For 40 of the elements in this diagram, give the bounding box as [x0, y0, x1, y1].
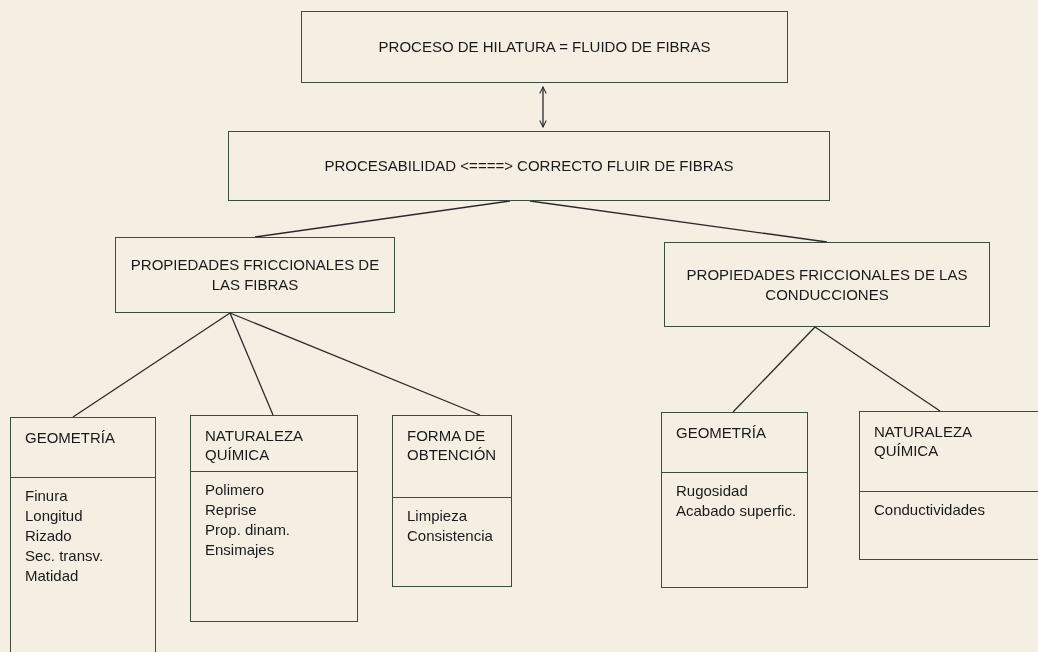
connector-line — [72, 312, 231, 418]
concept-box — [664, 242, 990, 327]
concept-box — [301, 11, 788, 83]
property-item: Conductividades — [874, 501, 985, 518]
property-item: Longitud — [25, 507, 83, 524]
box-heading: GEOMETRÍA — [676, 424, 766, 441]
box-heading: GEOMETRÍA — [25, 429, 115, 446]
category-box — [392, 415, 512, 587]
property-item: Polimero — [205, 481, 265, 498]
connector-line — [229, 312, 481, 416]
property-item: Consistencia — [407, 527, 493, 544]
concept-box — [115, 237, 395, 313]
category-box — [859, 411, 1038, 560]
property-item: Limpieza — [407, 507, 468, 524]
property-item: Sec. transv. — [25, 547, 104, 564]
connector-line — [229, 312, 274, 416]
box-label: PROPIEDADES FRICCIONALES DE LAS CONDUCCIONES — [685, 264, 969, 305]
double-arrow — [539, 86, 547, 128]
property-item: Finura — [25, 487, 68, 504]
property-item: Rizado — [25, 527, 72, 544]
box-label: PROCESO DE HILATURA = FLUIDO DE FIBRAS — [377, 37, 712, 57]
property-item: Rugosidad — [676, 482, 748, 499]
concept-box — [228, 131, 830, 201]
box-heading: NATURALEZA QUÍMICA — [205, 427, 303, 463]
connector-line — [254, 200, 511, 238]
property-item: Reprise — [205, 501, 257, 518]
category-box — [190, 415, 358, 622]
property-item: Prop. dinam. — [205, 521, 291, 538]
connector-line — [814, 326, 941, 412]
connector-line — [529, 200, 828, 243]
property-item: Matidad — [25, 567, 79, 584]
property-item: Ensimajes — [205, 541, 275, 558]
box-heading: NATURALEZA QUÍMICA — [874, 423, 972, 459]
category-box — [661, 412, 808, 588]
box-heading: FORMA DE OBTENCIÓN — [407, 427, 497, 463]
property-item: Acabado superfic. — [676, 502, 797, 519]
box-label: PROPIEDADES FRICCIONALES DE LAS FIBRAS — [129, 255, 381, 295]
connector-line — [732, 326, 816, 413]
category-box — [10, 417, 156, 652]
box-label: PROCESABILIDAD <====> CORRECTO FLUIR DE FIBRAS — [323, 156, 735, 176]
